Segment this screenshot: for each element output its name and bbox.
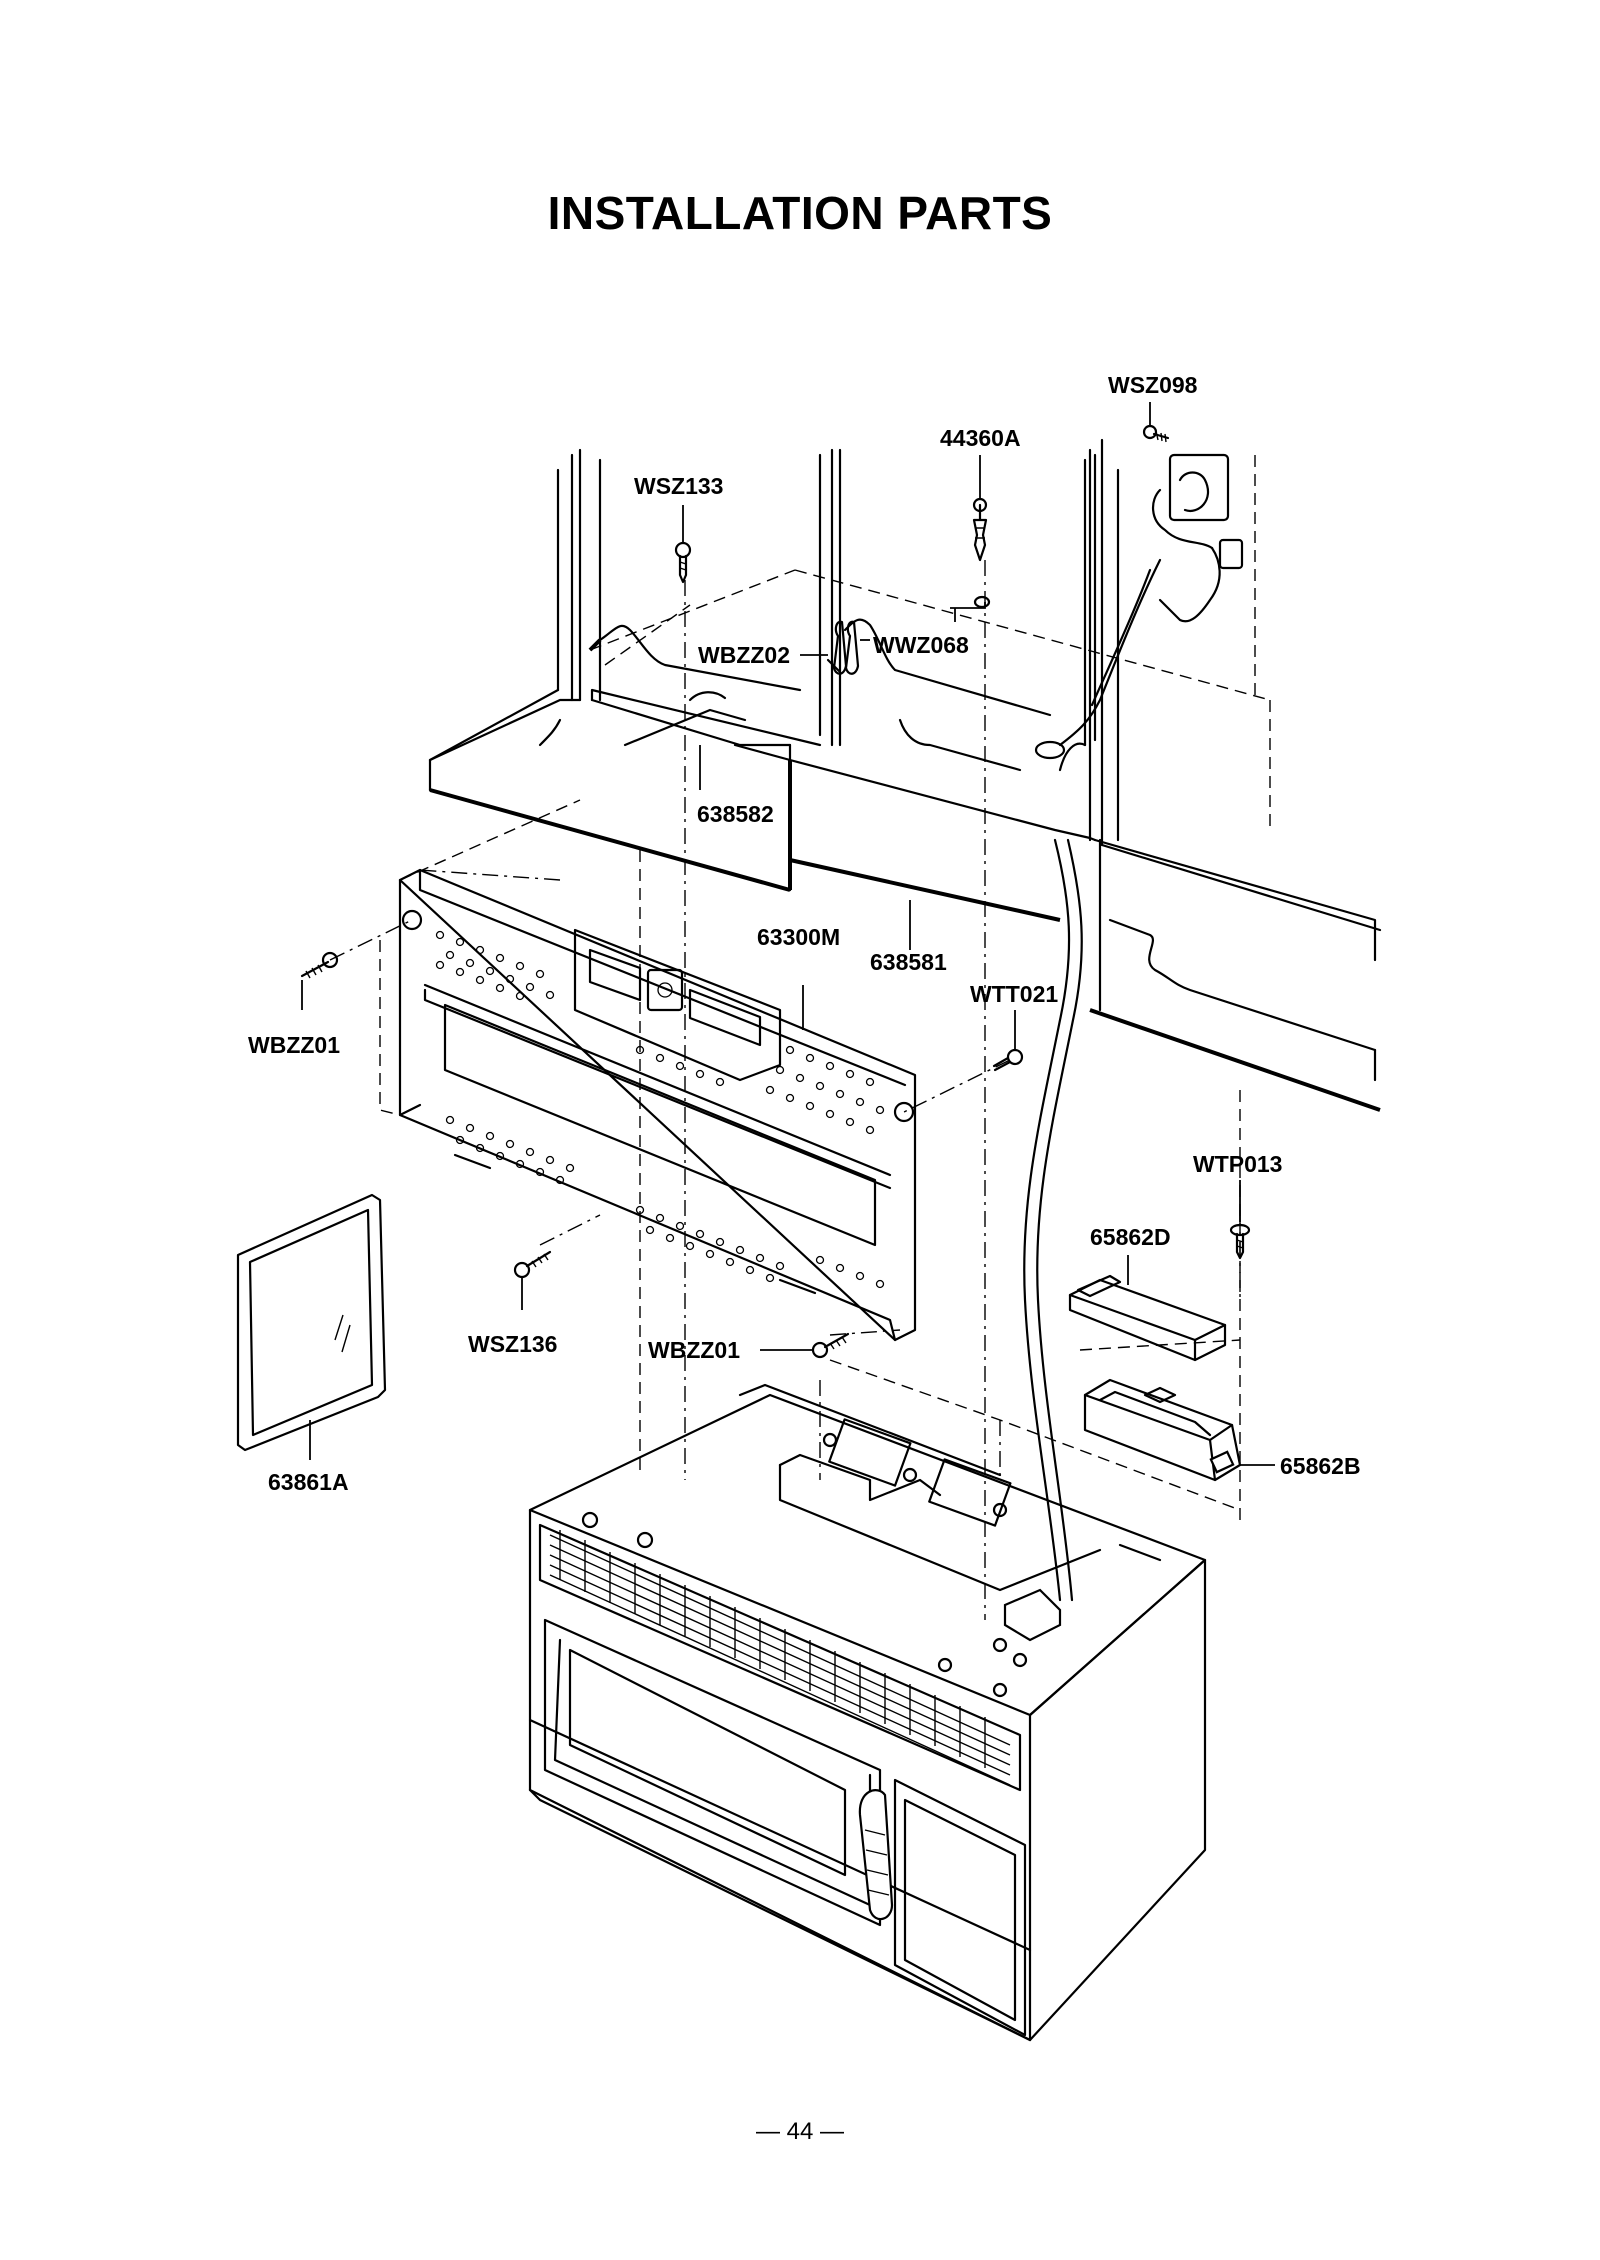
label-wwz068: WWZ068 <box>873 632 969 658</box>
upper-cabinets <box>428 438 1382 1112</box>
label-44360a: 44360A <box>940 425 1021 451</box>
label-wtp013: WTP013 <box>1193 1151 1282 1177</box>
label-wsz136: WSZ136 <box>468 1331 557 1357</box>
leader-lines <box>301 402 1275 1466</box>
label-65862d: 65862D <box>1090 1224 1171 1250</box>
label-wtt021: WTT021 <box>970 981 1058 1007</box>
label-638582: 638582 <box>697 801 774 827</box>
bolt-44360A <box>972 497 988 562</box>
alignment-lines <box>329 560 1241 1620</box>
screw-wbzz01-left <box>300 951 339 979</box>
label-63300m: 63300M <box>757 924 840 950</box>
microwave-oven <box>528 1383 1207 2042</box>
page-title: INSTALLATION PARTS <box>547 187 1053 239</box>
screw-wsz098 <box>1142 424 1170 443</box>
vent-louvers <box>549 1530 1011 1786</box>
screw-wtp013 <box>1229 1223 1251 1260</box>
label-638581: 638581 <box>870 949 947 975</box>
perforation-holes <box>435 930 885 1289</box>
washer-wwz068 <box>950 595 991 622</box>
mounting-plate-63300M <box>398 868 917 1342</box>
label-wbzz01-left: WBZZ01 <box>248 1032 340 1058</box>
housing-65862B <box>1083 1378 1242 1482</box>
screw-wbzz01-center <box>811 1332 850 1359</box>
label-65862b: 65862B <box>1280 1453 1361 1479</box>
label-wbzz01-center: WBZZ01 <box>648 1337 740 1363</box>
screw-wtt021 <box>992 1048 1024 1072</box>
damper-65862D <box>1068 1274 1227 1362</box>
part-labels: WSZ098 44360A WSZ133 WBZZ02 WWZ068 63858… <box>248 372 1361 1495</box>
clip-wbzz02 <box>826 620 860 675</box>
label-wbzz02: WBZZ02 <box>698 642 790 668</box>
power-cord <box>1023 838 1083 1602</box>
label-wsz098: WSZ098 <box>1108 372 1198 398</box>
label-63861a: 63861A <box>268 1469 349 1495</box>
screw-wsz133 <box>674 541 692 584</box>
screw-wsz136 <box>513 1250 552 1279</box>
top-plates <box>588 638 747 747</box>
label-wsz133: WSZ133 <box>634 473 723 499</box>
page-number: — 44 — <box>755 2118 845 2145</box>
filter-63861A <box>236 1193 387 1452</box>
